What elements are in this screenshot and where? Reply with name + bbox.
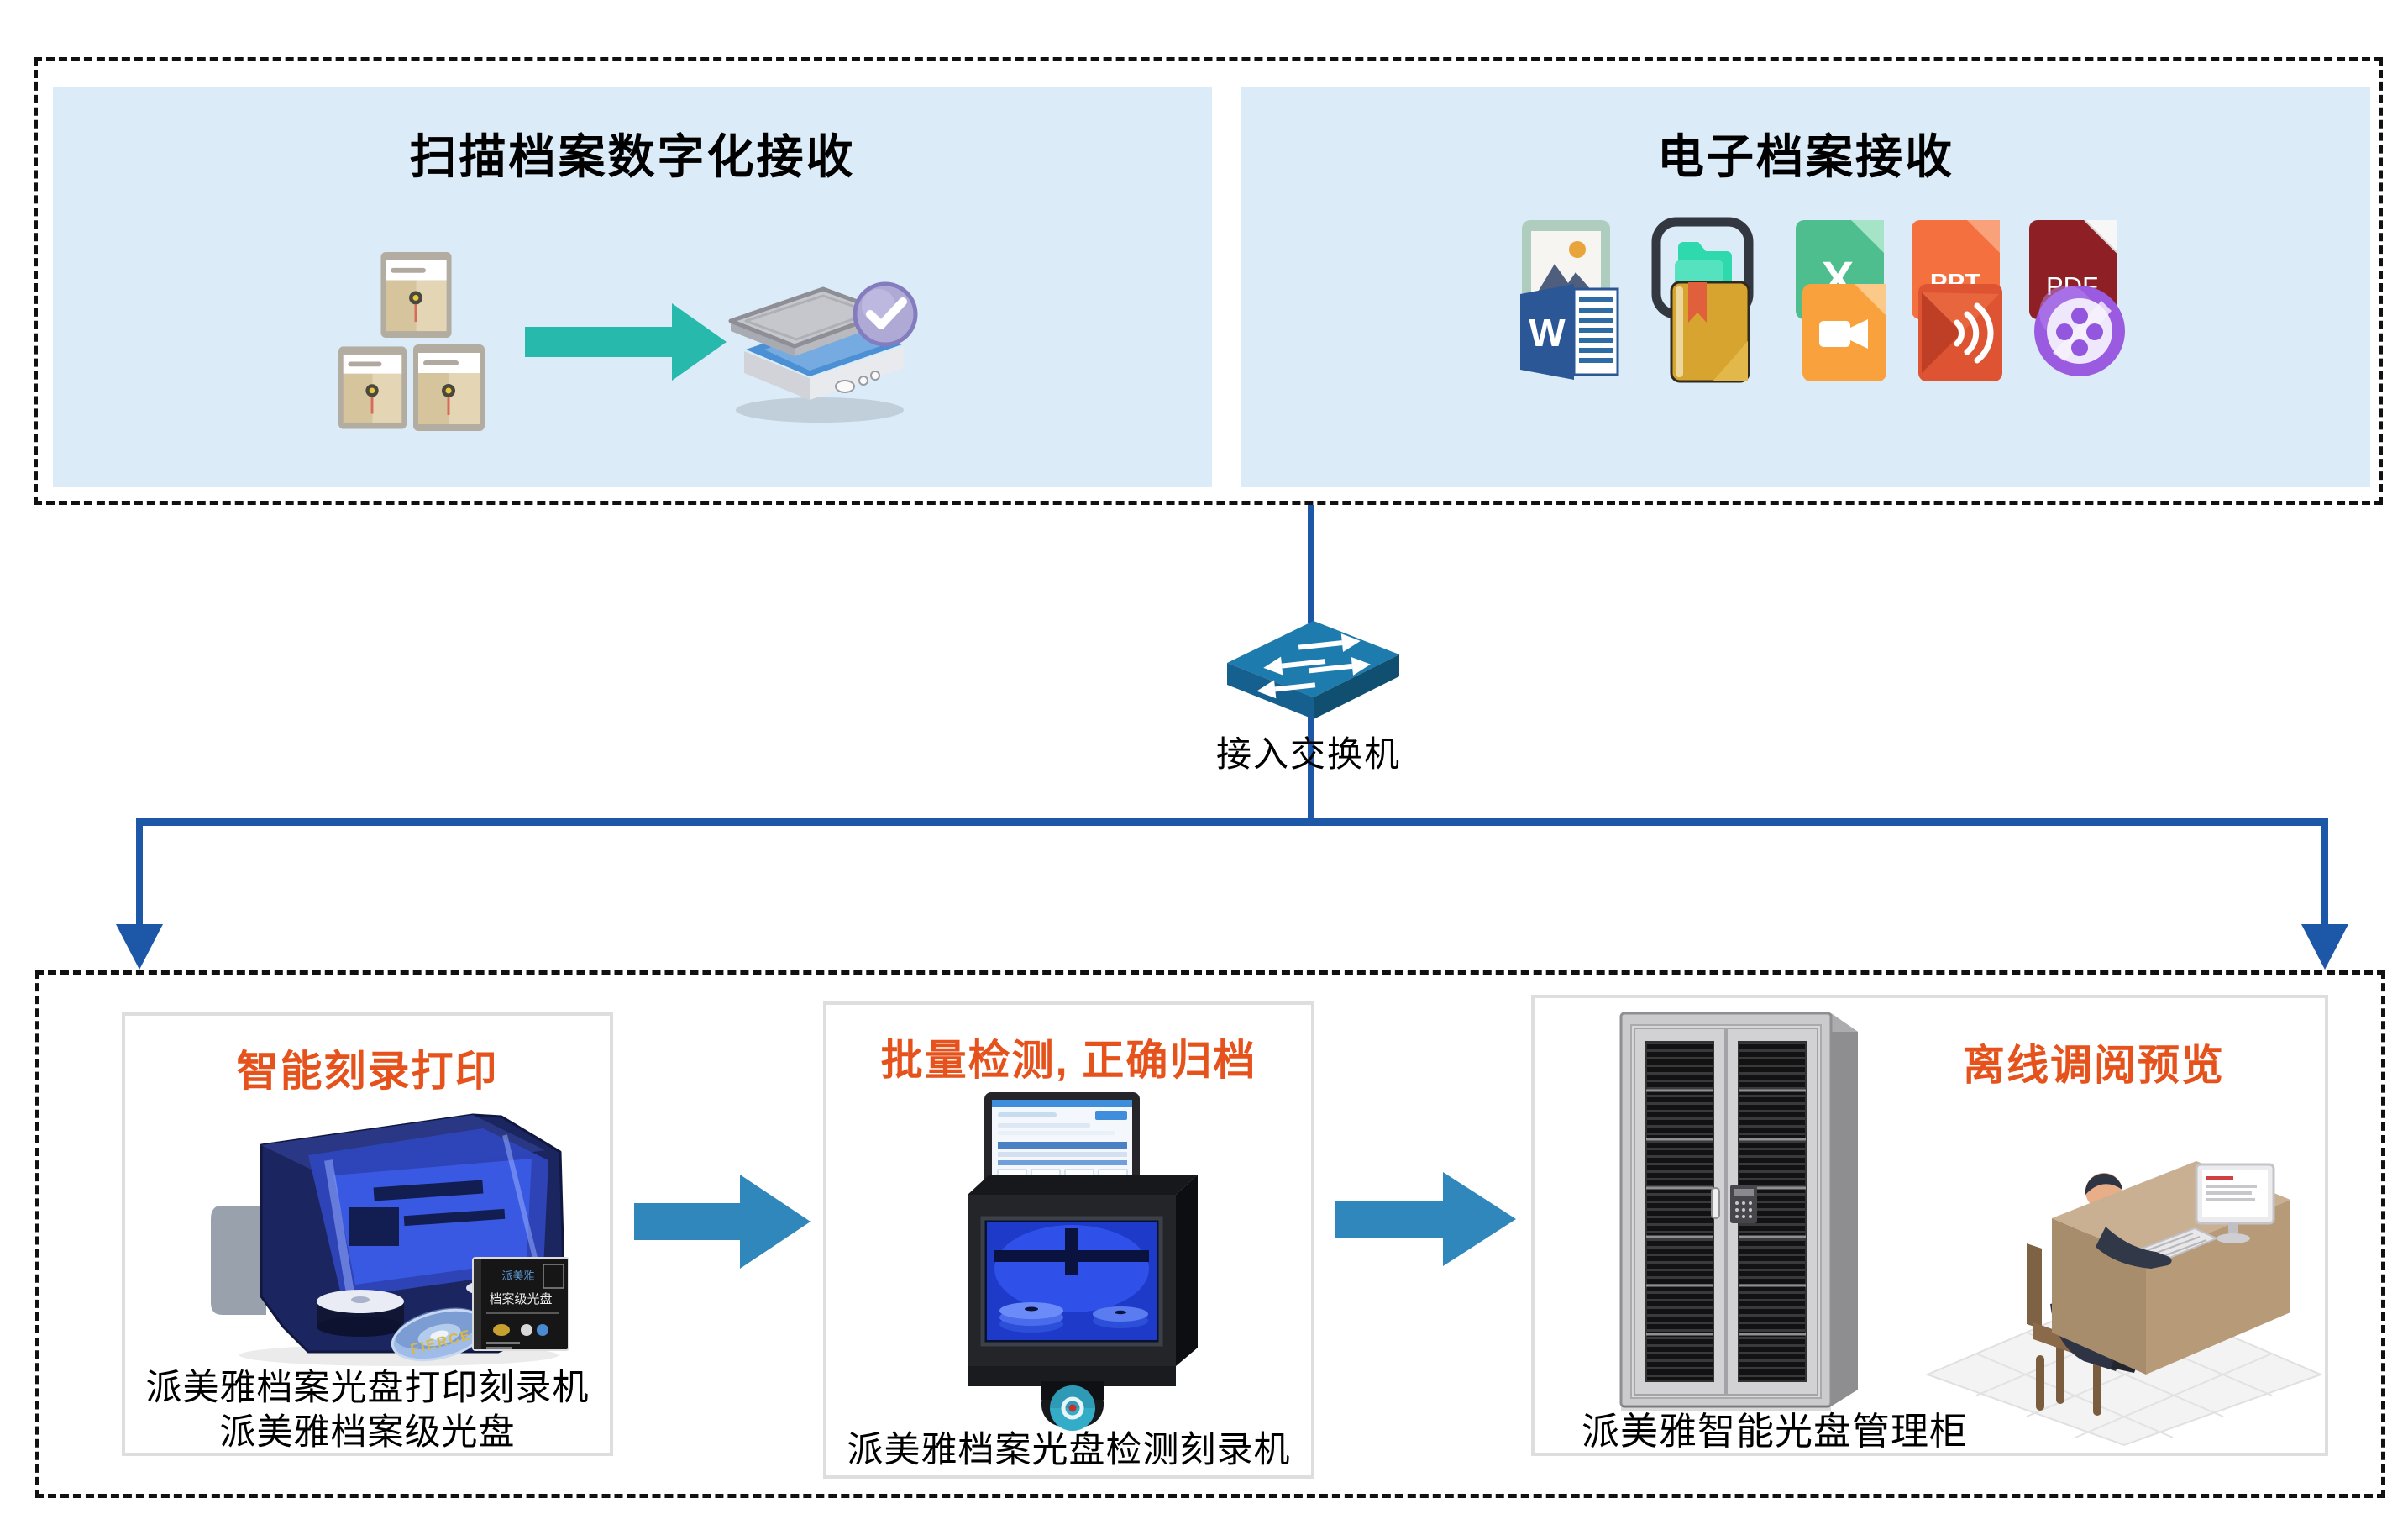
cabinet-box-caption: 派美雅智能光盘管理柜 xyxy=(1581,1410,1968,1453)
right-arrowhead-icon xyxy=(2301,924,2348,970)
cabinet-box-title: 离线调阅预览 xyxy=(1963,1042,2225,1089)
flow-arrow-1-icon xyxy=(634,1175,811,1269)
connector-top-vertical xyxy=(1308,505,1314,623)
cabinet-keypad xyxy=(1730,1185,1757,1223)
archive-envelope-icon xyxy=(380,252,452,338)
media-file-icon xyxy=(2034,286,2125,376)
print-box-caption-line1: 派美雅档案光盘打印刻录机 xyxy=(145,1368,590,1408)
print-box-title: 智能刻录打印 xyxy=(236,1048,499,1095)
disc-detector-image xyxy=(968,1092,1198,1431)
person-at-desk-image xyxy=(1926,1161,2322,1447)
top-dashed-region xyxy=(34,57,2383,505)
flow-arrow-2-icon xyxy=(1335,1172,1516,1266)
video-file-icon xyxy=(1802,284,1886,381)
network-switch-icon xyxy=(1227,621,1399,719)
bottom-dashed-region xyxy=(35,970,2385,1498)
print-box-caption: 派美雅档案光盘打印刻录机 派美雅档案级光盘 xyxy=(126,1366,609,1456)
disc-cabinet-image xyxy=(1619,1012,1858,1411)
word-letter: W xyxy=(1529,311,1566,355)
switch-label: 接入交换机 xyxy=(1215,734,1401,774)
check-badge-icon xyxy=(853,281,918,347)
archive-envelope-icon xyxy=(413,344,485,431)
disc-printer-image: FIERCE 派美雅 档案级光盘 xyxy=(211,1113,569,1366)
disc-case-label: 档案级光盘 xyxy=(489,1291,552,1306)
scan-flow-arrow-icon xyxy=(525,303,727,381)
disc-case-brand: 派美雅 xyxy=(501,1270,534,1282)
archive-envelope-icon xyxy=(338,344,407,431)
detect-box-title: 批量检测, 正确归档 xyxy=(880,1037,1257,1084)
scan-reception-panel: 扫描档案数字化接收 xyxy=(53,87,1212,487)
audio-file-icon xyxy=(1918,284,2002,381)
left-arrowhead-icon xyxy=(116,924,163,970)
desk-monitor xyxy=(2195,1163,2275,1243)
connector-right-drop xyxy=(2321,826,2328,926)
printed-disc: FIERCE xyxy=(391,1307,488,1362)
detect-box-caption: 派美雅档案光盘检测刻录机 xyxy=(847,1430,1291,1470)
digital-panel-title: 电子档案接收 xyxy=(1657,130,1954,183)
ebook-file-icon xyxy=(1670,281,1750,383)
scanner-icon xyxy=(728,281,918,423)
disc-case: 派美雅 档案级光盘 xyxy=(472,1257,569,1351)
connector-mid-vertical xyxy=(1308,717,1314,818)
connector-left-drop xyxy=(136,826,143,926)
word-file-icon: W xyxy=(1520,284,1619,380)
connector-horizontal xyxy=(136,818,2328,826)
print-box-caption-line2: 派美雅档案级光盘 xyxy=(219,1412,516,1454)
scan-panel-title: 扫描档案数字化接收 xyxy=(409,130,856,183)
